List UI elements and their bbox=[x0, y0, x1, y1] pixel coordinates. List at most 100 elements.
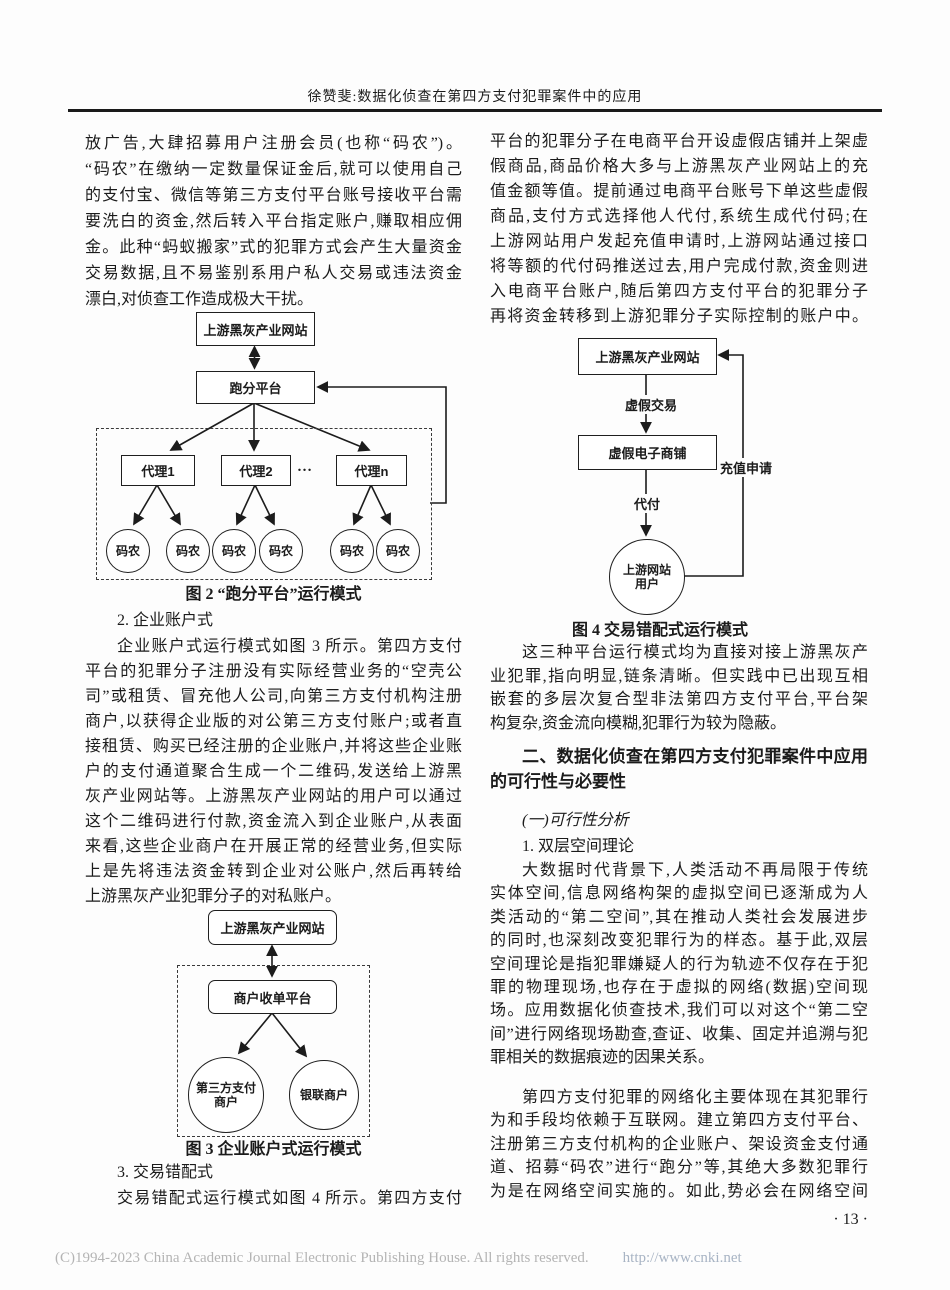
flow-node-worker-6: 码农 bbox=[376, 529, 420, 573]
text-line: 的可行性与必要性 bbox=[490, 772, 626, 791]
text-line: 放广告,大肆招募用户注册会员(也称“码农”)。 bbox=[85, 135, 462, 152]
text-line: 值金额等值。提前通过电商平台账号下单这些虚假 bbox=[490, 183, 868, 200]
text-line: 交易数据,且不易鉴别系用户私人交易或违法资金 bbox=[85, 265, 462, 282]
text-line: 将等额的代付码推送过去,用户完成付款,资金则进 bbox=[490, 258, 868, 275]
flow-node-thirdparty-merchant: 第三方支付 商户 bbox=[188, 1057, 264, 1133]
text-line: 接租赁、购买已经注册的企业账户,并将这些企业账 bbox=[85, 738, 462, 755]
right-paragraph-2: 这三种平台运行模式均为直接对接上游黑灰产业犯罪,指向明显,链条清晰。但实践中已出… bbox=[490, 641, 868, 735]
left-paragraph-3: 交易错配式运行模式如图 4 所示。第四方支付 bbox=[85, 1186, 462, 1212]
text-line: 道、招募“码农”进行“跑分”等,其绝大多数犯罪行 bbox=[490, 1159, 868, 1177]
text-line: “码农”在缴纳一定数量保证金后,就可以使用自己 bbox=[85, 161, 462, 178]
text-line: 企业账户式运行模式如图 3 所示。第四方支付 bbox=[117, 638, 462, 655]
text-line: 假商品,商品价格大多与上游黑灰产业网站上的充 bbox=[490, 158, 868, 175]
text-line: 1. 双层空间理论 bbox=[522, 838, 635, 855]
arrow-label-pay-on-behalf: 代付 bbox=[632, 494, 663, 513]
flow-node-paofen-platform: 跑分平台 bbox=[196, 371, 315, 404]
right-subheading-feasibility: (一)可行性分析 bbox=[490, 809, 868, 833]
flow-node-worker-3: 码农 bbox=[212, 529, 256, 573]
ellipsis-dots: … bbox=[297, 459, 313, 475]
arrow-label-fake-trade: 虚假交易 bbox=[623, 395, 680, 414]
left-subheading-2: 2. 企业账户式 bbox=[85, 608, 462, 634]
text-line: 注册第三方支付机构的企业账户、架设资金支付通 bbox=[490, 1135, 868, 1153]
text-line: 2. 企业账户式 bbox=[117, 612, 214, 629]
page-number: · 13 · bbox=[833, 1211, 868, 1228]
upstream-user-line1: 上游网站 bbox=[622, 562, 671, 577]
text-line: 户的支付通道聚合生成一个二维码,发送给上游黑 bbox=[85, 763, 462, 780]
text-line: 嵌套的多层次复合型非法第四方支付平台,平台架 bbox=[490, 691, 868, 708]
flow-node-unionpay-merchant: 银联商户 bbox=[289, 1060, 359, 1130]
header-rule bbox=[68, 109, 882, 112]
text-line: 空间理论是指犯罪嫌疑人的行为轨迹不仅存在于犯 bbox=[490, 955, 868, 973]
text-line: 上是先将违法资金转到企业对公账户,然后再转给 bbox=[85, 863, 462, 880]
section-heading-2: 二、数据化侦查在第四方支付犯罪案件中应用的可行性与必要性 bbox=[490, 744, 868, 794]
figure-3-dashed-frame bbox=[177, 965, 370, 1137]
text-line: 二、数据化侦查在第四方支付犯罪案件中应用 bbox=[522, 747, 868, 766]
flow-node-upstream-site: 上游黑灰产业网站 bbox=[208, 910, 337, 945]
text-line: 上游黑灰产业犯罪分子的对私账户。 bbox=[85, 888, 342, 905]
flow-node-upstream-user: 上游网站 用户 bbox=[609, 539, 685, 615]
left-paragraph-1: 放广告,大肆招募用户注册会员(也称“码农”)。 “码农”在缴纳一定数量保证金后,就… bbox=[85, 131, 462, 313]
text-line: 再将资金转移到上游犯罪分子实际控制的账户中。 bbox=[490, 308, 868, 325]
figure-4-caption: 图 4 交易错配式运行模式 bbox=[571, 622, 748, 639]
text-line: 来看,这些企业商户在开展正常的经营业务,但实际 bbox=[85, 838, 462, 855]
text-line: 平台的犯罪分子注册没有实际经营业务的“空壳公 bbox=[85, 663, 462, 680]
left-paragraph-2: 企业账户式运行模式如图 3 所示。第四方支付平台的犯罪分子注册没有实际经营业务的… bbox=[85, 634, 462, 909]
left-subheading-3: 3. 交易错配式 bbox=[85, 1160, 462, 1186]
thirdparty-merchant-line2: 商户 bbox=[213, 1095, 238, 1109]
text-line: 类活动的“第二空间”,其在推动人类社会发展进步 bbox=[490, 908, 868, 926]
text-line: 构复杂,资金流向模糊,犯罪行为较为隐蔽。 bbox=[490, 714, 787, 732]
footer: (C)1994-2023 China Academic Journal Elec… bbox=[55, 1250, 915, 1267]
text-line: 场。应用数据化侦查技术,我们可以对这个“第二空 bbox=[490, 1002, 868, 1020]
right-subheading-dual-space: 1. 双层空间理论 bbox=[490, 835, 868, 859]
flow-node-worker-2: 码农 bbox=[166, 529, 210, 573]
text-line: 这个二维码进行付款,资金流入到企业账户,从表面 bbox=[85, 813, 462, 830]
text-line: 的支付宝、微信等第三方支付平台账号接收平台需 bbox=[85, 187, 462, 204]
flow-node-worker-1: 码农 bbox=[106, 529, 150, 573]
text-line: 金。此种“蚂蚁搬家”式的犯罪方式会产生大量资金 bbox=[85, 239, 462, 256]
flow-node-upstream-site: 上游黑灰产业网站 bbox=[196, 312, 315, 346]
upstream-user-line2: 用户 bbox=[634, 577, 659, 591]
text-line: (一)可行性分析 bbox=[522, 812, 629, 829]
text-line: 3. 交易错配式 bbox=[117, 1164, 214, 1181]
figure-3-diagram: 上游黑灰产业网站 商户收单平台 第三方支付 商户 银联商户 bbox=[85, 905, 462, 1137]
text-line: 灰产业网站等。上游黑灰产业网站的用户可以通过 bbox=[85, 788, 462, 805]
flow-node-worker-4: 码农 bbox=[259, 529, 303, 573]
text-line: 罪的物理现场,也存在于虚拟的网络(数据)空间现 bbox=[490, 979, 868, 997]
arrow-label-recharge-request: 充值申请 bbox=[718, 458, 775, 477]
text-line: 要洗白的资金,然后转入平台指定账户,赚取相应佣 bbox=[85, 213, 462, 230]
right-paragraph-3: 大数据时代背景下,人类活动不再局限于传统实体空间,信息网络构架的虚拟空间已逐渐成… bbox=[490, 859, 868, 1070]
figure-3-caption: 图 3 企业账户式运行模式 bbox=[185, 1141, 362, 1158]
text-line: 这三种平台运行模式均为直接对接上游黑灰产 bbox=[522, 644, 868, 661]
figure-2-dashed-frame bbox=[96, 428, 432, 580]
flow-node-agent-1: 代理1 bbox=[121, 455, 195, 486]
text-line: 的同时,也深刻改变犯罪行为的样态。基于此,双层 bbox=[490, 932, 868, 950]
figure-2-diagram: 上游黑灰产业网站 跑分平台 代理1 代理2 … 代理n 码农 码农 码农 码农 … bbox=[85, 310, 462, 580]
text-line: 商品,支付方式选择他人代付,系统生成代付码;在 bbox=[490, 208, 868, 225]
text-line: 上游网站用户发起充值申请时,上游网站通过接口 bbox=[490, 233, 868, 250]
flow-node-merchant-acquiring-platform: 商户收单平台 bbox=[208, 980, 337, 1014]
text-line: 实体空间,信息网络构架的虚拟空间已逐渐成为人 bbox=[490, 885, 868, 903]
text-line: 交易错配式运行模式如图 4 所示。第四方支付 bbox=[117, 1190, 462, 1207]
flow-node-worker-5: 码农 bbox=[330, 529, 374, 573]
flow-node-agent-2: 代理2 bbox=[221, 455, 291, 486]
thirdparty-merchant-line1: 第三方支付 bbox=[195, 1080, 256, 1095]
footer-copyright: (C)1994-2023 China Academic Journal Elec… bbox=[55, 1250, 589, 1266]
right-paragraph-1: 平台的犯罪分子在电商平台开设虚假店铺并上架虚假商品,商品价格大多与上游黑灰产业网… bbox=[490, 129, 868, 329]
text-line: 入电商平台账户,随后第四方支付平台的犯罪分子 bbox=[490, 283, 868, 300]
text-line: 业犯罪,指向明显,链条清晰。但实践中已出现互相 bbox=[490, 667, 868, 685]
text-line: 罪相关的数据痕迹的因果关系。 bbox=[490, 1049, 715, 1067]
text-line: 为是在网络空间实施的。如此,势必会在网络空间 bbox=[490, 1182, 868, 1200]
figure-2-caption: 图 2 “跑分平台”运行模式 bbox=[185, 586, 362, 603]
footer-url: http://www.cnki.net bbox=[622, 1250, 742, 1266]
flow-node-upstream-site: 上游黑灰产业网站 bbox=[578, 338, 717, 375]
figure-4-diagram: 上游黑灰产业网站 虚假交易 虚假电子商铺 代付 充值申请 上游网站 用户 bbox=[490, 338, 868, 616]
text-line: 为和手段均依赖于互联网。建立第四方支付平台、 bbox=[490, 1112, 868, 1130]
right-paragraph-4: 第四方支付犯罪的网络化主要体现在其犯罪行为和手段均依赖于互联网。建立第四方支付平… bbox=[490, 1086, 868, 1203]
text-line: 间”进行网络现场勘查,查证、收集、固定并追溯与犯 bbox=[490, 1025, 868, 1043]
running-header-title: 徐赞斐:数据化侦查在第四方支付犯罪案件中的应用 bbox=[307, 90, 643, 105]
flow-node-fake-eshop: 虚假电子商铺 bbox=[578, 435, 717, 470]
text-line: 司”或租赁、冒充他人公司,向第三方支付机构注册 bbox=[85, 688, 462, 705]
text-line: 商户,以获得企业版的对公第三方支付账户;或者直 bbox=[85, 713, 462, 730]
text-line: 大数据时代背景下,人类活动不再局限于传统 bbox=[522, 862, 868, 879]
